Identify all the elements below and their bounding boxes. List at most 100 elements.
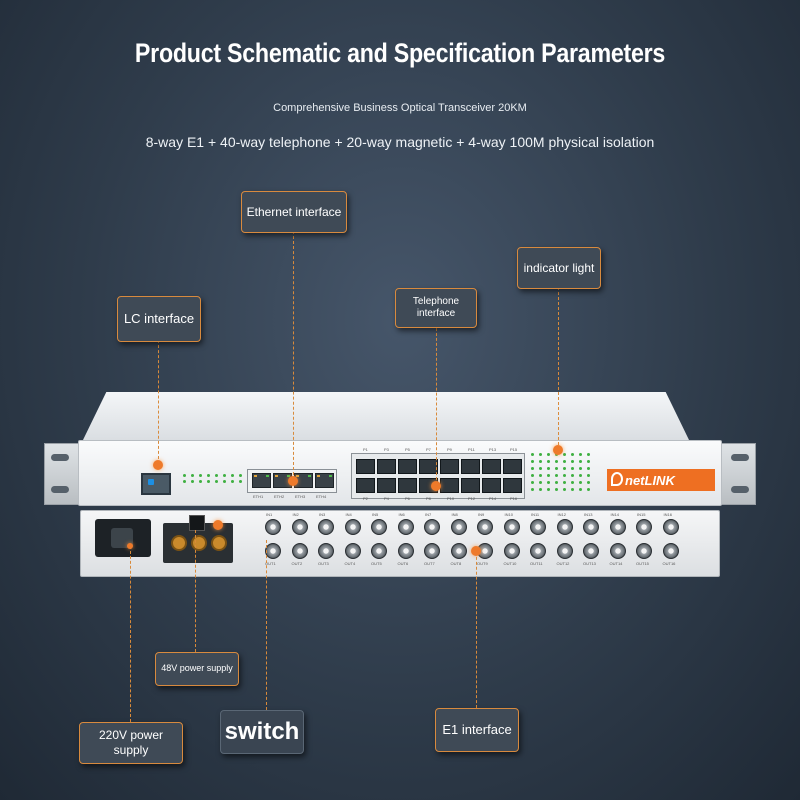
e1-in-label: IN6 bbox=[398, 512, 405, 517]
e1-out-label: OUT12 bbox=[556, 561, 570, 566]
e1-out-label: OUT2 bbox=[291, 561, 303, 566]
e1-out-port[interactable] bbox=[662, 543, 679, 559]
e1-in-label: IN13 bbox=[584, 512, 593, 517]
e1-in-label: IN1 bbox=[266, 512, 273, 517]
power-switch[interactable] bbox=[189, 515, 205, 531]
phone-label: P3 bbox=[384, 447, 389, 452]
phone-label: P6 bbox=[405, 496, 410, 501]
e1-in-port[interactable] bbox=[477, 519, 493, 535]
e1-in-port[interactable] bbox=[371, 519, 387, 535]
e1-in-label: IN9 bbox=[478, 512, 485, 517]
e1-in-label: IN10 bbox=[504, 512, 513, 517]
lc-port bbox=[141, 473, 171, 495]
e1-out-label: OUT11 bbox=[530, 561, 543, 566]
eth-port-1[interactable] bbox=[252, 473, 271, 488]
phone-label: P4 bbox=[384, 496, 389, 501]
device-front-panel: ETH1 ETH2 ETH3 ETH4 P1 P3 P5 P7 P9 P11 P… bbox=[78, 440, 722, 506]
eth-port-4[interactable] bbox=[315, 473, 334, 488]
e1-out-port[interactable] bbox=[636, 543, 652, 559]
e1-in-port[interactable] bbox=[318, 519, 334, 535]
e1-in-port[interactable] bbox=[530, 519, 546, 535]
callout-switch: switch bbox=[220, 710, 304, 754]
phone-label: P5 bbox=[405, 447, 410, 452]
e1-in-port[interactable] bbox=[397, 519, 414, 535]
ethernet-ports bbox=[247, 469, 337, 493]
e1-out-label: OUT5 bbox=[371, 561, 382, 566]
e1-in-port[interactable] bbox=[291, 519, 308, 535]
e1-out-label: OUT1 bbox=[265, 561, 276, 566]
e1-out-label: OUT13 bbox=[583, 561, 596, 566]
ac-power-socket bbox=[95, 519, 151, 557]
eth-label-1: ETH1 bbox=[253, 494, 264, 499]
e1-out-label: OUT4 bbox=[344, 561, 356, 566]
e1-in-port[interactable] bbox=[583, 519, 599, 535]
phone-label: P2 bbox=[363, 496, 368, 501]
e1-out-label: OUT15 bbox=[636, 561, 649, 566]
e1-out-port[interactable] bbox=[450, 543, 467, 559]
e1-in-label: IN3 bbox=[319, 512, 326, 517]
phone-label: P7 bbox=[426, 447, 431, 452]
e1-out-label: OUT16 bbox=[662, 561, 676, 566]
e1-in-label: IN5 bbox=[372, 512, 379, 517]
e1-in-port[interactable] bbox=[424, 519, 440, 535]
e1-in-port[interactable] bbox=[450, 519, 467, 535]
e1-out-port[interactable] bbox=[530, 543, 546, 559]
e1-in-port[interactable] bbox=[556, 519, 573, 535]
e1-in-label: IN11 bbox=[531, 512, 540, 517]
e1-out-port[interactable] bbox=[424, 543, 440, 559]
brand-name: netLINK bbox=[625, 472, 675, 488]
e1-out-port[interactable] bbox=[609, 543, 626, 559]
e1-out-port[interactable] bbox=[318, 543, 334, 559]
e1-in-label: IN2 bbox=[292, 512, 299, 517]
e1-in-port[interactable] bbox=[609, 519, 626, 535]
e1-in-label: IN4 bbox=[345, 512, 352, 517]
e1-in-label: IN7 bbox=[425, 512, 432, 517]
callout-ethernet-interface: Ethernet interface bbox=[241, 191, 347, 233]
callout-48v-power-supply: 48V power supply bbox=[155, 652, 239, 686]
e1-out-label: OUT9 bbox=[477, 561, 488, 566]
e1-out-label: OUT8 bbox=[450, 561, 462, 566]
e1-in-port[interactable] bbox=[265, 519, 281, 535]
callout-indicator-light: indicator light bbox=[517, 247, 601, 289]
phone-label: P11 bbox=[468, 447, 475, 452]
phone-label: P12 bbox=[468, 496, 476, 501]
phone-label: P1 bbox=[363, 447, 368, 452]
e1-out-port[interactable] bbox=[371, 543, 387, 559]
page-subtitle: Comprehensive Business Optical Transceiv… bbox=[273, 102, 527, 114]
e1-out-label: OUT10 bbox=[503, 561, 517, 566]
telephone-ports bbox=[351, 453, 525, 499]
e1-out-port[interactable] bbox=[265, 543, 281, 559]
rack-ear-left bbox=[44, 443, 80, 505]
callout-lc-interface: LC interface bbox=[117, 296, 201, 342]
e1-out-port[interactable] bbox=[556, 543, 573, 559]
e1-out-label: OUT14 bbox=[609, 561, 623, 566]
e1-out-port[interactable] bbox=[503, 543, 520, 559]
phone-label: P10 bbox=[447, 496, 455, 501]
eth-label-4: ETH4 bbox=[316, 494, 327, 499]
e1-in-port[interactable] bbox=[503, 519, 520, 535]
device-top-face bbox=[82, 392, 690, 442]
callout-220v-power-supply: 220V power supply bbox=[79, 722, 183, 764]
e1-out-port[interactable] bbox=[344, 543, 361, 559]
e1-in-label: IN14 bbox=[610, 512, 619, 517]
e1-out-label: OUT6 bbox=[397, 561, 409, 566]
phone-label: P8 bbox=[426, 496, 431, 501]
callout-telephone-interface: Telephone interface bbox=[395, 288, 477, 328]
e1-out-port[interactable] bbox=[583, 543, 599, 559]
e1-in-port[interactable] bbox=[662, 519, 679, 535]
phone-label: P16 bbox=[510, 496, 518, 501]
e1-out-port[interactable] bbox=[291, 543, 308, 559]
e1-out-port[interactable] bbox=[397, 543, 414, 559]
page-title: Product Schematic and Specification Para… bbox=[134, 38, 666, 68]
e1-in-label: IN12 bbox=[557, 512, 566, 517]
e1-in-label: IN15 bbox=[637, 512, 646, 517]
brand-logo: netLINK bbox=[607, 469, 715, 491]
eth-label-2: ETH2 bbox=[274, 494, 285, 499]
phone-label: P14 bbox=[489, 496, 497, 501]
indicator-led-grid bbox=[531, 453, 590, 491]
e1-in-port[interactable] bbox=[344, 519, 361, 535]
spec-line: 8-way E1 + 40-way telephone + 20-way mag… bbox=[145, 134, 655, 150]
e1-in-label: IN8 bbox=[451, 512, 458, 517]
e1-in-port[interactable] bbox=[636, 519, 652, 535]
